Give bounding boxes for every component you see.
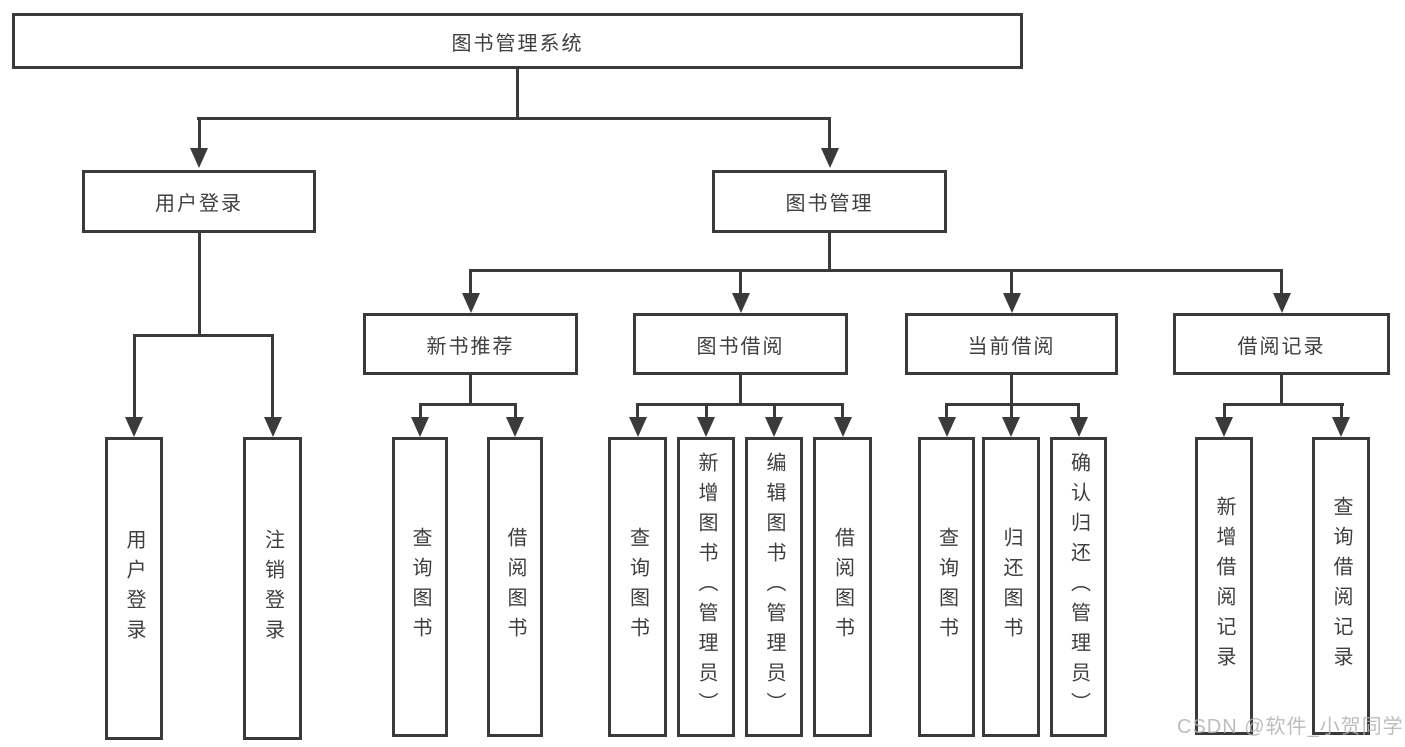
arrow-down-icon [834,417,852,437]
node-return-book: 归还图书 [982,437,1040,737]
watermark: CSDN @软件_小贺同学 [1177,716,1404,738]
connector-groupD-branch [1223,403,1344,406]
connector-groupB-branch [636,403,844,406]
arrow-down-icon [1070,417,1088,437]
node-user-login-leaf: 用户登录 [105,437,163,740]
arrow-down-icon [629,417,647,437]
arrow-down-icon [1332,417,1350,437]
node-query-books-recommend: 查询图书 [392,437,448,737]
connector-groupB-drop2 [705,403,708,420]
connector-drop-book-mgmt [828,117,831,150]
connector-drop-current-borrow [1010,269,1013,295]
connector-groupC-drop3 [1077,403,1080,420]
arrow-down-icon [732,293,750,313]
arrow-down-icon [125,417,143,437]
node-edit-book-admin: 编辑图书（管理员） [745,437,803,737]
connector-drop-new-books [469,269,472,295]
arrow-down-icon [765,417,783,437]
connector-user-login-branch [133,334,274,337]
arrow-down-icon [462,293,480,313]
node-confirm-return-admin: 确认归还（管理员） [1050,437,1107,737]
connector-level2-branch [197,117,831,120]
connector-groupB-drop3 [773,403,776,420]
arrow-down-icon [506,417,524,437]
arrow-down-icon [697,417,715,437]
node-borrow-book-borrowing: 借阅图书 [813,437,872,737]
connector-groupC-drop1 [945,403,948,420]
connector-level3-branch [469,269,1283,272]
node-book-management: 图书管理 [712,170,947,233]
arrow-down-icon [411,417,429,437]
node-borrowing-records: 借阅记录 [1173,313,1390,375]
connector-groupC-drop2 [1010,403,1013,420]
connector-groupA-branch [419,403,517,406]
node-user-login: 用户登录 [82,170,316,233]
node-add-book-admin: 新增图书（管理员） [677,437,735,737]
connector-groupA-drop1 [419,403,422,420]
connector-drop-logout-leaf [271,334,274,419]
arrow-down-icon [1002,417,1020,437]
connector-drop-book-borrow [739,269,742,295]
arrow-down-icon [938,417,956,437]
connector-groupB-trunk [739,375,742,406]
node-book-borrowing: 图书借阅 [633,313,848,375]
connector-groupB-drop1 [636,403,639,420]
arrow-down-icon [1003,293,1021,313]
arrow-down-icon [190,148,208,168]
node-query-books-borrowing: 查询图书 [608,437,667,737]
arrow-down-icon [264,417,282,437]
arrow-down-icon [1215,417,1233,437]
connector-book-mgmt-trunk [828,233,831,271]
node-borrow-book-recommend: 借阅图书 [487,437,543,737]
node-query-books-current: 查询图书 [918,437,975,737]
connector-groupA-drop2 [514,403,517,420]
connector-groupD-trunk [1280,375,1283,406]
arrow-down-icon [821,148,839,168]
node-new-book-recommend: 新书推荐 [363,313,578,375]
node-add-borrow-record: 新增借阅记录 [1195,437,1253,735]
node-logout: 注销登录 [243,437,302,740]
node-current-borrowing: 当前借阅 [905,313,1118,375]
connector-drop-user-login [198,117,201,150]
connector-user-login-trunk [198,233,201,336]
node-library-system: 图书管理系统 [12,13,1023,69]
connector-groupD-drop2 [1340,403,1343,420]
arrow-down-icon [1273,293,1291,313]
connector-root-trunk [516,69,519,118]
connector-drop-borrow-records [1280,269,1283,295]
connector-groupB-drop4 [841,403,844,420]
connector-groupC-trunk [1010,375,1013,406]
node-query-borrow-record: 查询借阅记录 [1312,437,1370,735]
connector-groupD-drop1 [1223,403,1226,420]
connector-groupA-trunk [469,375,472,406]
connector-drop-user-login-leaf [133,334,136,419]
